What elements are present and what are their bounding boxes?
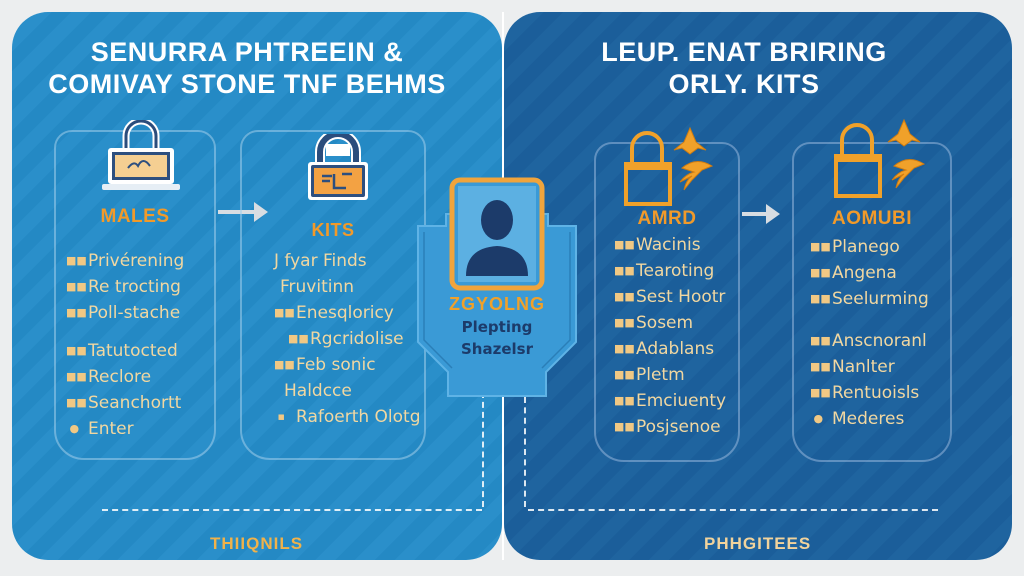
right-title-line-1: LEUP. ENAT BRIRING — [601, 37, 887, 67]
list-item: ■■Nanlter — [810, 354, 929, 380]
left-title-line-2: COMIVAY STONE TNF BEHMS — [48, 69, 446, 99]
bullet-icon: ■■ — [66, 280, 87, 293]
bullet-icon: ■■ — [614, 238, 635, 251]
list-item: ■■Emciuenty — [614, 388, 726, 414]
right-footer-label: PHHGITEES — [704, 534, 812, 553]
padlock-outline-icon — [834, 118, 926, 198]
arrow-right-icon — [742, 204, 780, 224]
bullet-icon: ■■ — [274, 306, 295, 319]
bullet-icon: ▪ — [274, 410, 285, 423]
bullet-icon: ■■ — [288, 332, 309, 345]
bullet-icon: ■■ — [810, 360, 831, 373]
bullet-icon: ■■ — [614, 316, 635, 329]
bullet-icon: ■■ — [810, 334, 831, 347]
bullet-icon: ■■ — [274, 358, 295, 371]
badge-label: ZGYOLNG — [449, 294, 545, 314]
list-item: ■■Anscnoranl — [810, 328, 929, 354]
list-item: ■■Rentuoisls — [810, 380, 929, 406]
laptop-lock-icon — [102, 120, 180, 190]
bullet-icon: ■■ — [66, 344, 87, 357]
list-item: ■■Pletm — [614, 362, 726, 388]
list-item: ■■Tearoting — [614, 258, 726, 284]
list-item: ■■Enesqloricy — [274, 300, 421, 326]
left-panel-title: SENURRA PHTREEIN & COMIVAY STONE TNF BEH… — [12, 36, 482, 100]
card-heading-kits: KITS — [311, 220, 355, 240]
badge-sublabel: Plepting — [461, 318, 533, 336]
list-item: ■■Adablans — [614, 336, 726, 362]
right-title-line-2: ORLY. KITS — [668, 69, 820, 99]
list-item: ■■Re trocting — [66, 274, 184, 300]
user-avatar-icon — [466, 200, 528, 276]
list-item: ●Mederes — [810, 406, 929, 432]
list-item: ■■Angena — [810, 260, 929, 286]
card-heading-aomubi: AOMUBI — [831, 208, 913, 229]
list-item: ■■Tatutocted — [66, 338, 184, 364]
bullet-icon: ■■ — [614, 368, 635, 381]
bullet-icon: ● — [810, 412, 824, 425]
bullet-icon: ● — [66, 422, 80, 435]
padlock-outline-icon — [624, 126, 714, 206]
list-item: ●Enter — [66, 416, 184, 442]
left-footer-label: THIIQNILS — [210, 534, 304, 553]
bullet-icon: ■■ — [614, 264, 635, 277]
list-item: ▪Rafoerth Olotg — [274, 404, 420, 430]
list-item: ■■Rgcridolise — [274, 326, 421, 352]
arrow-right-icon — [218, 202, 268, 222]
dashed-connector — [102, 509, 482, 511]
list-item: J fyar Finds — [274, 251, 367, 271]
list-item: ■■Feb sonic — [274, 352, 421, 378]
right-panel-title: LEUP. ENAT BRIRING ORLY. KITS — [504, 36, 984, 100]
amrd-list: ■■Wacinis ■■Tearoting ■■Sest Hootr ■■Sos… — [614, 232, 726, 440]
bullet-icon: ■■ — [810, 292, 831, 305]
list-item: ■■Privérening — [66, 248, 184, 274]
card-heading-males: MALES — [100, 206, 170, 227]
bullet-icon: ■■ — [614, 420, 635, 433]
dashed-connector — [482, 392, 484, 507]
left-title-line-1: SENURRA PHTREEIN & — [90, 37, 404, 67]
list-item: ■■Posjsenoe — [614, 414, 726, 440]
males-list: ■■Privérening ■■Re trocting ■■Poll-stach… — [66, 248, 184, 442]
badge-sublabel: Shazelsr — [461, 340, 533, 358]
kits-list: J fyar Finds Fruvitinn ■■Enesqloricy ■■R… — [274, 248, 421, 430]
card-males — [54, 130, 216, 460]
bullet-icon: ■■ — [66, 396, 87, 409]
list-item: ■■Sest Hootr — [614, 284, 726, 310]
list-item: ■■Seelurming — [810, 286, 929, 312]
right-panel: LEUP. ENAT BRIRING ORLY. KITS AMRD ■■Wac… — [504, 12, 1012, 560]
bullet-icon: ■■ — [614, 290, 635, 303]
bullet-icon: ■■ — [614, 394, 635, 407]
bullet-icon: ■■ — [810, 266, 831, 279]
aomubi-list: ■■Planego ■■Angena ■■Seelurming ■■Anscno… — [810, 234, 929, 432]
bullet-icon: ■■ — [66, 306, 87, 319]
bullet-icon: ■■ — [614, 342, 635, 355]
list-item: ■■Seanchortt — [66, 390, 184, 416]
list-item: ■■Sosem — [614, 310, 726, 336]
center-badge: ZGYOLNG Plepting Shazelsr — [414, 172, 580, 408]
list-item: Fruvitinn — [280, 277, 355, 297]
list-item: ■■Wacinis — [614, 232, 726, 258]
list-item: Haldcce — [284, 381, 352, 401]
bullet-icon: ■■ — [810, 240, 831, 253]
list-item: ■■Planego — [810, 234, 929, 260]
bullet-icon: ■■ — [810, 386, 831, 399]
padlock-icon — [308, 134, 368, 200]
list-item: ■■Reclore — [66, 364, 184, 390]
dashed-connector — [528, 509, 938, 511]
card-amrd — [594, 142, 740, 462]
bullet-icon: ■■ — [66, 370, 87, 383]
list-item: ■■Poll-stache — [66, 300, 184, 326]
dashed-connector — [524, 397, 526, 507]
bullet-icon: ■■ — [66, 254, 87, 267]
card-heading-amrd: AMRD — [637, 208, 697, 229]
